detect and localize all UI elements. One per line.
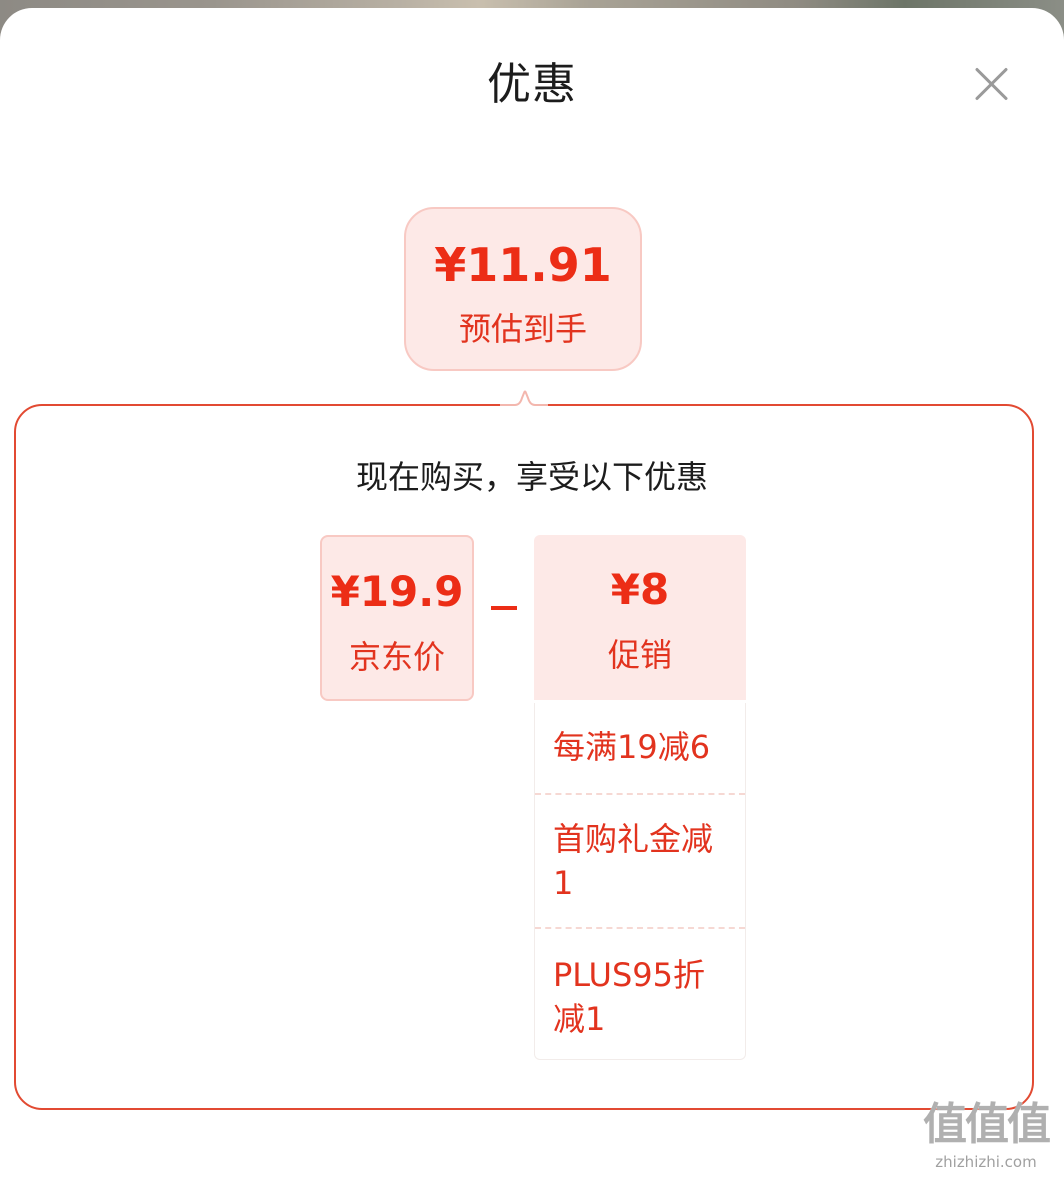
jd-price-value: ¥19.9 [330, 567, 464, 616]
promotion-list: 每满19减6 首购礼金减1 PLUS95折减1 [534, 703, 746, 1060]
estimated-price: ¥11.91 [434, 238, 612, 292]
promotion-item: 每满19减6 [553, 728, 711, 766]
sheet-title: 优惠 [487, 59, 577, 110]
jd-price-label: 京东价 [348, 638, 445, 676]
discount-sheet [0, 8, 1064, 1182]
discount-breakdown-panel [14, 404, 1034, 1110]
breakdown-heading: 现在购买，享受以下优惠 [355, 458, 708, 496]
estimated-price-label: 预估到手 [458, 310, 587, 348]
promotion-item: 首购礼金减1 [535, 793, 745, 927]
minus-operator [491, 606, 517, 610]
close-button[interactable] [966, 58, 1018, 110]
panel-pointer [500, 390, 548, 408]
promotion-value: ¥8 [610, 565, 670, 614]
watermark-logo: 值值值 zhizhizhi.com [912, 1098, 1060, 1182]
watermark-url: zhizhizhi.com [935, 1153, 1037, 1171]
promotion-item: PLUS95折减1 [535, 927, 745, 1059]
promotion-card: ¥8 促销 [534, 535, 746, 700]
promotion-label: 促销 [607, 636, 672, 674]
jd-price-card: ¥19.9 京东价 [320, 535, 474, 701]
watermark-chars: 值值值 [923, 1099, 1051, 1150]
estimated-price-card: ¥11.91 预估到手 [404, 207, 642, 371]
